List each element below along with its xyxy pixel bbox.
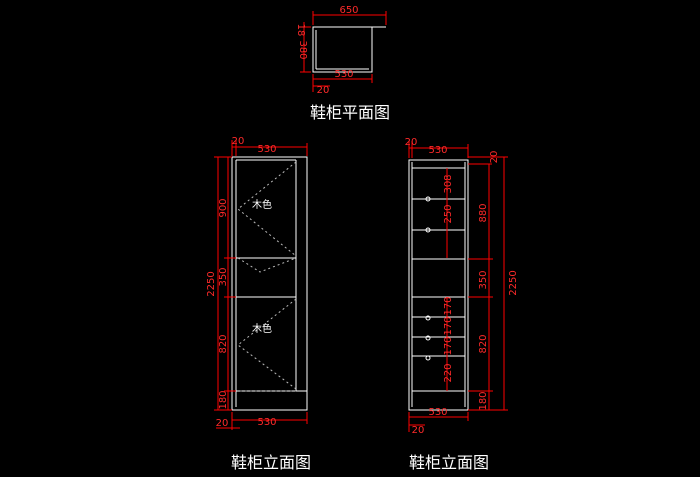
elev-left-dim-top-small-label: 20 [232,136,245,147]
elev-left-lower-door-swing [237,298,297,390]
plan-dim-top-label: 650 [339,5,358,16]
elev-right-knob-4 [425,335,431,341]
elev-right-dim-upper-label: 880 [478,203,489,222]
elev-left-note-upper: 木色 [252,198,272,211]
plan-view: 650 18 380 530 20 鞋柜平面图 [295,5,390,122]
elev-right-dim-lower-label: 820 [478,334,489,353]
elev-left-dim-lower-label: 820 [218,334,229,353]
plan-title: 鞋柜平面图 [310,103,390,122]
elev-right-dim-drawer1-label: 170 [443,296,454,315]
elev-left-dim-bottom-small-label: 20 [216,418,229,429]
elev-right-dim-total-label: 2250 [508,270,519,295]
elev-left-outline [231,156,308,411]
elev-left-middle-swing [237,257,297,273]
plan-dim-left-label: 380 [297,40,308,59]
elev-right-knob-3 [425,315,431,321]
elev-right-dim-drawer3-label: 170 [443,336,454,355]
elev-right-dim-top-label: 530 [428,145,447,156]
elev-right-dim-base-label: 180 [478,391,489,410]
elev-left-note-lower: 木色 [252,322,272,335]
elev-right-dim-right-small-label: 20 [489,151,500,164]
elev-right-dim-bottom-label: 530 [428,407,447,418]
elev-left-dim-middle-label: 350 [218,267,229,286]
elevation-left: 木色 木色 20 530 2250 900 350 820 180 530 20… [206,136,311,472]
elev-right-outline [408,159,469,411]
elev-left-dim-top-label: 530 [257,144,276,155]
elev-right-knob-5 [425,355,431,361]
plan-outline [312,26,373,73]
elev-right-dim-top-small-label: 20 [405,137,418,148]
elev-right-dim-bottom-small-label: 20 [412,425,425,436]
elev-left-title: 鞋柜立面图 [231,453,311,472]
plan-dim-bottom-label: 530 [334,69,353,80]
elev-right-knob-1 [425,196,431,202]
elev-left-dim-upper-label: 900 [218,198,229,217]
elevation-right: 308 250 170 170 170 220 20 530 20 880 35… [405,137,519,472]
elev-right-knob-2 [425,227,431,233]
elev-right-dim-drawer4-label: 220 [443,363,454,382]
elev-right-dim-shelf2-label: 250 [443,204,454,223]
elev-right-dim-shelf1-label: 308 [443,174,454,193]
elev-right-title: 鞋柜立面图 [409,453,489,472]
plan-dim-corner-label: 20 [317,85,330,96]
elev-right-dim-drawer2-label: 170 [443,316,454,335]
elev-left-dim-base-label: 180 [218,390,229,409]
plan-dim-left-small-label: 18 [295,24,306,37]
elev-left-dim-bottom-label: 530 [257,417,276,428]
elev-right-dim-middle-label: 350 [478,270,489,289]
elev-left-dim-total-label: 2250 [206,271,217,296]
